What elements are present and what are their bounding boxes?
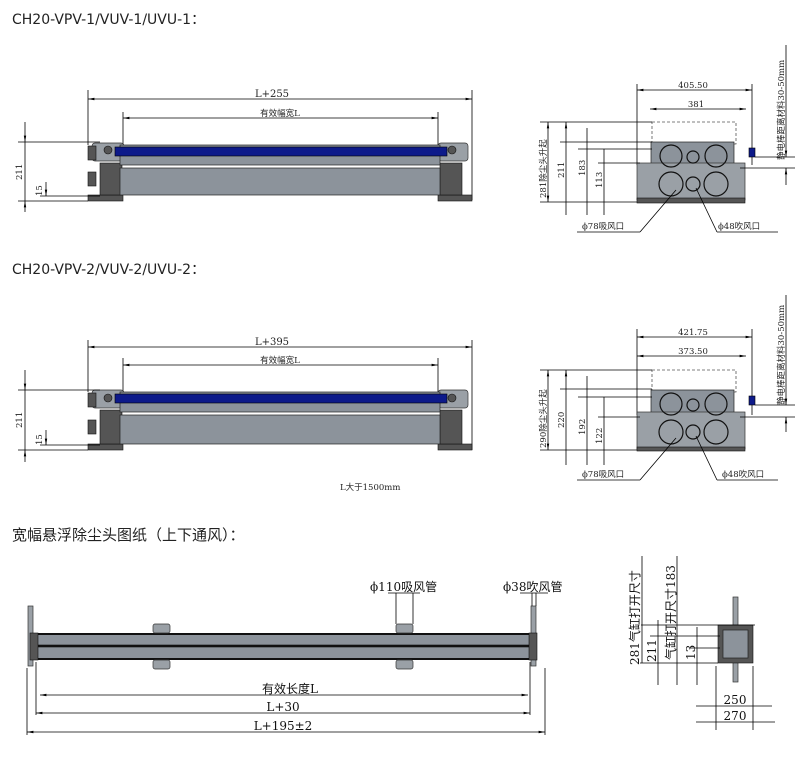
dim-l30: L+30 (266, 700, 299, 714)
section1-title: CH20-VPV-1/VUV-1/UVU-1： (12, 12, 206, 28)
dim-113: 113 (595, 172, 605, 188)
side-view-1: 405.50 381 281除尘头升起 211 183 113 ϕ78吸风口 ϕ… (538, 45, 795, 233)
label-distance: 静电棒距离材料30-50mm (776, 60, 787, 160)
label-suction-pipe: ϕ110吸风管 (370, 579, 437, 594)
note-length: L大于1500mm (340, 482, 400, 493)
dim-overall: L+255 (255, 89, 289, 100)
dim-width-outer: 405.50 (678, 81, 708, 91)
label-blow-pipe: ϕ38吹风管 (503, 579, 562, 594)
dim-lift: 281除尘头升起 (538, 139, 549, 198)
dim-250: 250 (724, 693, 747, 707)
dim-effective: 有效幅宽L (260, 355, 300, 366)
dim-overall-length: L+195±2 (254, 719, 313, 733)
dim-183: 183 (578, 160, 588, 176)
section2-title: CH20-VPV-2/VUV-2/UVU-2： (12, 262, 206, 278)
dim-122: 122 (595, 428, 605, 444)
section3-title: 宽幅悬浮除尘头图纸（上下通风）： (12, 526, 245, 544)
dim-height: 211 (15, 412, 25, 428)
dim-width-outer: 421.75 (678, 328, 708, 338)
label-distance: 静电棒距离材料30-50mm (776, 305, 787, 405)
dim-13: 13 (684, 645, 698, 660)
dim-211: 211 (557, 162, 567, 178)
dim-width-inner: 381 (688, 100, 704, 110)
side-view-2: 421.75 373.50 290除尘头升起 220 192 122 ϕ78吸风… (538, 295, 795, 481)
dim-effective: 有效幅宽L (260, 108, 300, 119)
small-side-view: 281气缸打开尺寸 211 气缸打开尺寸183 13 250 270 (627, 556, 775, 730)
long-view: ϕ110吸风管 ϕ38吹风管 有效长度L L+30 L+195±2 (26, 579, 562, 735)
dim-cyl-183: 气缸打开尺寸183 (663, 565, 678, 660)
dim-cyl-281: 281气缸打开尺寸 (627, 570, 642, 665)
label-suction: ϕ78吸风口 (582, 470, 624, 480)
dim-width-inner: 373.50 (678, 347, 708, 357)
label-suction: ϕ78吸风口 (582, 222, 624, 232)
front-view-2: L+395 有效幅宽L 211 15 L大于1500mm (15, 337, 473, 493)
dim-base: 15 (35, 185, 45, 196)
dim-220: 220 (557, 412, 567, 428)
dim-270: 270 (724, 709, 747, 723)
label-blow: ϕ48吹风口 (718, 221, 760, 232)
dim-base: 15 (35, 434, 45, 445)
dim-192: 192 (578, 419, 588, 435)
label-blow: ϕ48吹风口 (722, 469, 764, 480)
dim-overall: L+395 (255, 337, 289, 348)
dim-height: 211 (15, 164, 25, 180)
dim-211: 211 (645, 639, 659, 662)
dim-effective-length: 有效长度L (262, 681, 318, 696)
dim-lift: 290除尘头升起 (538, 389, 549, 448)
front-view-1: L+255 有效幅宽L 211 15 (15, 89, 473, 212)
